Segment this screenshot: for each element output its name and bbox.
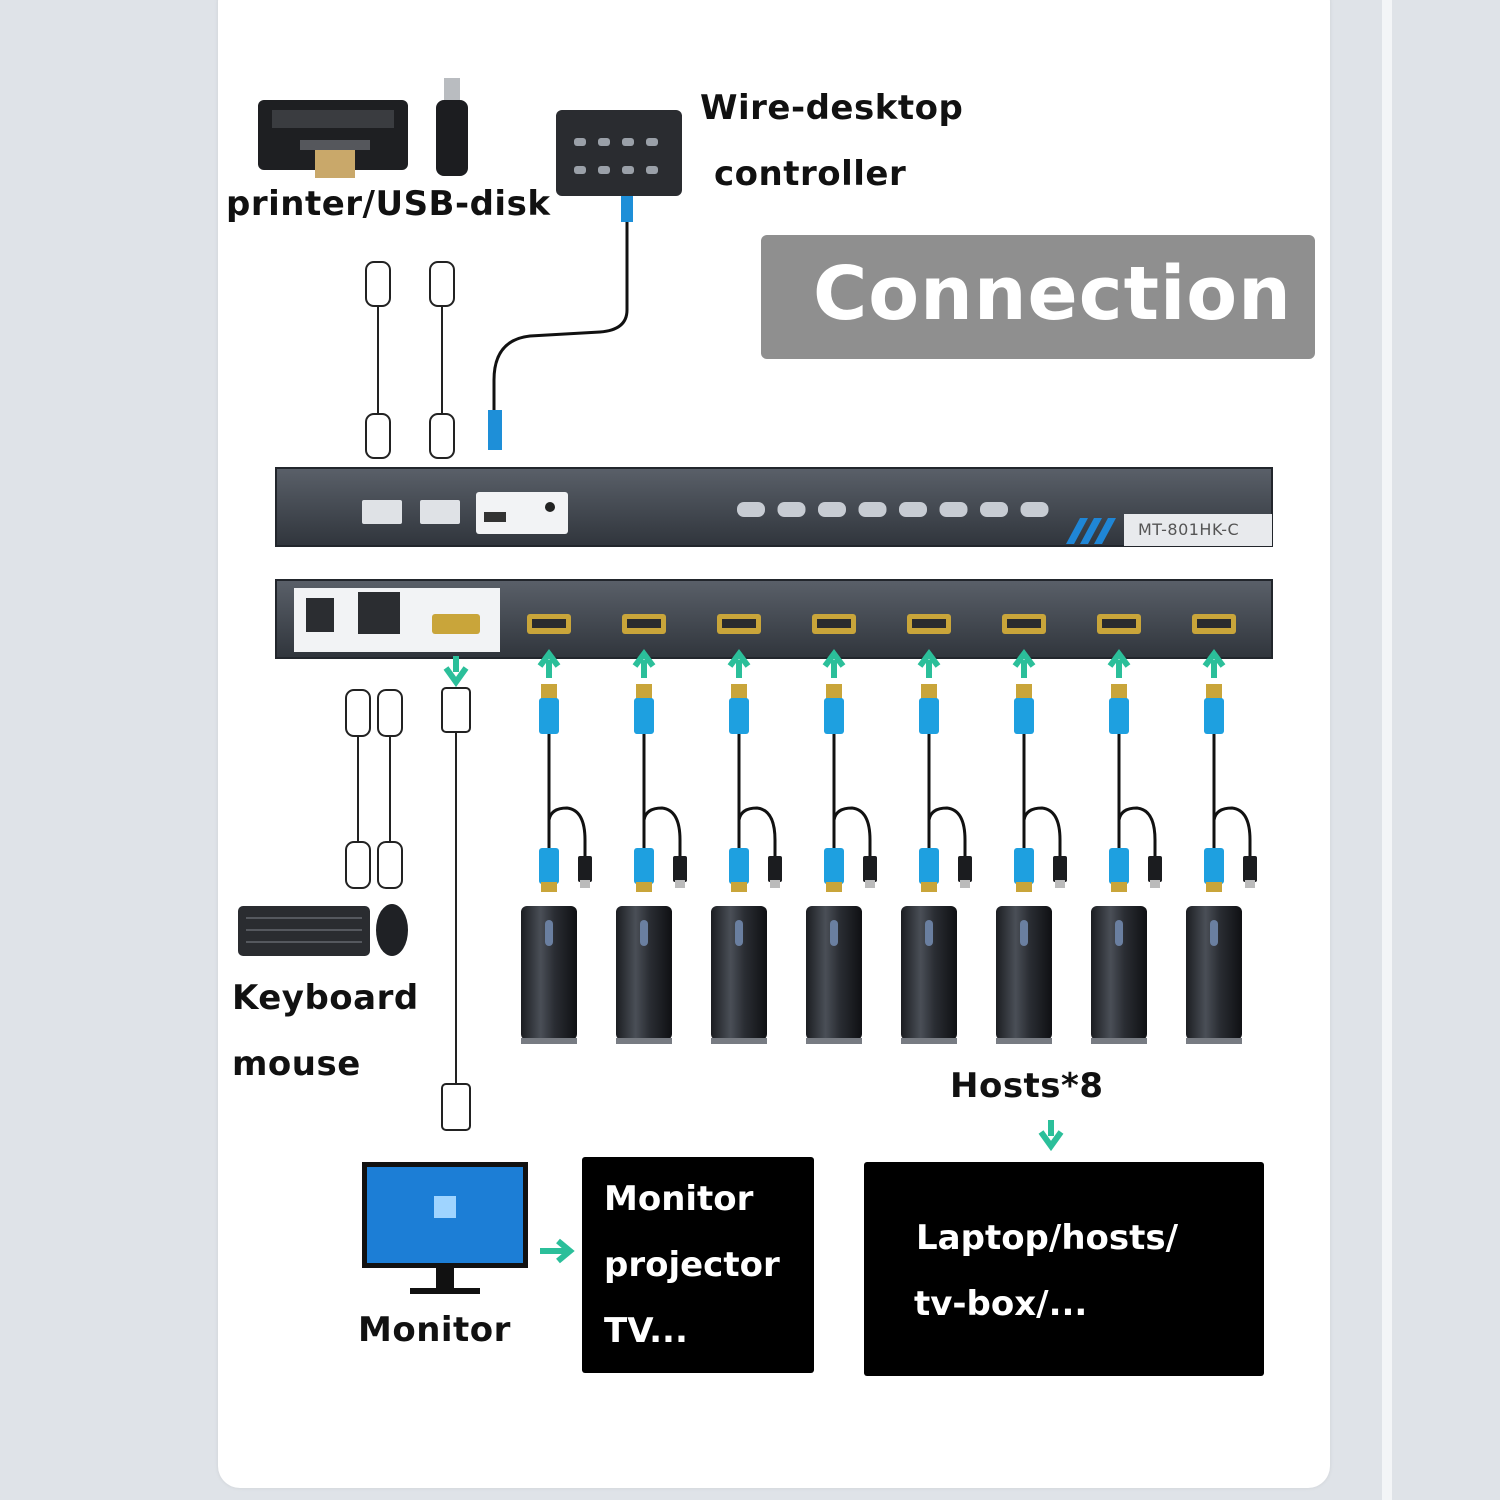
host-computer-icon xyxy=(901,906,957,1040)
kvm-front-panel xyxy=(275,467,1273,547)
hosts-box: Laptop/hosts/ tv-box/... xyxy=(864,1162,1264,1376)
host-connection-pc6 xyxy=(727,649,782,892)
arrow-down-icon xyxy=(443,656,469,688)
host-connection-pc3 xyxy=(1012,649,1067,892)
monitor-icon xyxy=(362,1162,528,1294)
controller-plug-icon xyxy=(621,196,633,222)
background-strip xyxy=(1382,0,1392,1500)
arrow-down-icon xyxy=(1038,1120,1064,1152)
connection-banner: Connection xyxy=(761,235,1315,359)
hosts-box-line1: Laptop/hosts/ xyxy=(916,1218,1179,1258)
pc-button-pc2[interactable] xyxy=(777,502,806,517)
hosts-box-line2: tv-box/... xyxy=(914,1284,1088,1324)
monitor-box-line3: TV... xyxy=(604,1311,688,1351)
keyboard-label: Keyboard xyxy=(232,978,419,1018)
usb-disk-icon xyxy=(436,78,468,176)
usb-cable-icon xyxy=(345,689,403,889)
monitor-label: Monitor xyxy=(358,1310,511,1350)
pc-button-pc3[interactable] xyxy=(818,502,846,517)
host-connection-pc4 xyxy=(917,649,972,892)
pc-button-pc6[interactable] xyxy=(939,502,968,517)
host-computer-icon xyxy=(521,906,577,1040)
host-connection-pc1 xyxy=(1202,649,1257,892)
host-connection-pc7 xyxy=(632,649,687,892)
host-computer-icon xyxy=(996,906,1052,1040)
mouse-label: mouse xyxy=(232,1044,361,1084)
host-computer-icon xyxy=(1186,906,1242,1040)
wire-desktop-controller-icon xyxy=(556,110,682,196)
pc-button-pc7[interactable] xyxy=(980,502,1008,517)
monitor-box-line2: projector xyxy=(604,1245,780,1285)
host-connection-pc8 xyxy=(537,649,592,892)
page-title: Connection xyxy=(813,251,1292,337)
arrow-right-icon xyxy=(540,1238,575,1264)
hosts-label: Hosts*8 xyxy=(950,1066,1104,1106)
host-computer-icon xyxy=(616,906,672,1040)
mouse-icon xyxy=(376,904,408,956)
controller-plug-icon xyxy=(488,410,502,450)
pc-button-pc1[interactable] xyxy=(737,502,765,517)
host-connection-pc2 xyxy=(1107,649,1162,892)
pc-button-pc5[interactable] xyxy=(899,502,927,517)
host-connection-pc5 xyxy=(822,649,877,892)
printer-icon xyxy=(258,100,408,178)
controller-label-line1: Wire-desktop xyxy=(700,88,964,128)
keyboard-icon xyxy=(238,906,370,956)
pc-button-pc4[interactable] xyxy=(858,502,887,517)
host-computer-icon xyxy=(1091,906,1147,1040)
host-computer-icon xyxy=(806,906,862,1040)
model-label: MT-801HK-C xyxy=(1138,520,1240,539)
monitor-box-line1: Monitor xyxy=(604,1179,754,1219)
controller-label-line2: controller xyxy=(714,154,907,194)
printer-usb-label: printer/USB-disk xyxy=(226,184,551,224)
hdmi-monitor-cable-icon xyxy=(441,687,471,1131)
pc-button-pc8[interactable] xyxy=(1020,502,1049,517)
host-computer-icon xyxy=(711,906,767,1040)
monitor-box: Monitor projector TV... xyxy=(582,1157,814,1373)
usb-cable-icon xyxy=(365,261,455,459)
